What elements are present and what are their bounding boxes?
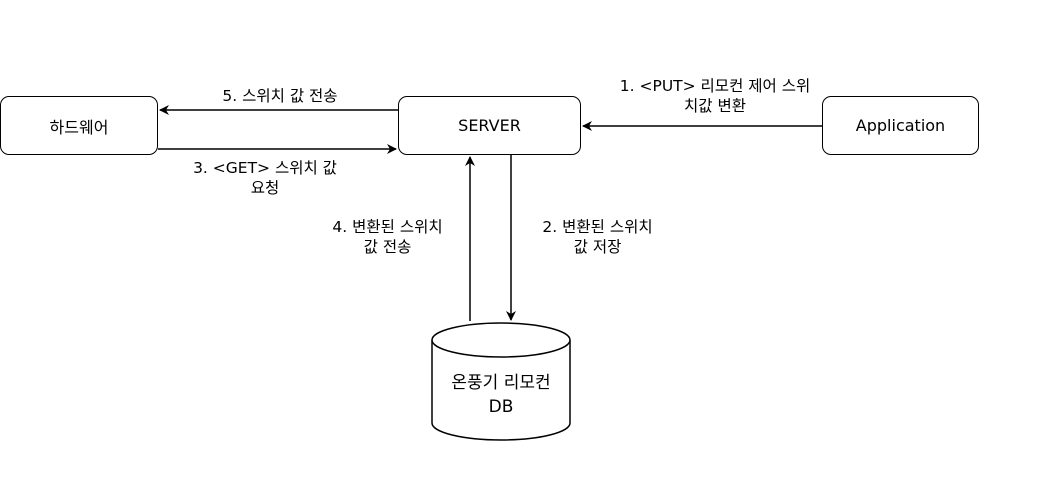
edge-label-get-request: 3. <GET> 스위치 값 요청 bbox=[170, 158, 360, 198]
hardware-node: 하드웨어 bbox=[0, 96, 158, 155]
edge-label-put-request: 1. <PUT> 리모컨 제어 스위 치값 변환 bbox=[590, 76, 840, 116]
get-request-line-1: 3. <GET> 스위치 값 bbox=[193, 159, 337, 177]
store-changed-line-2: 값 저장 bbox=[573, 238, 622, 256]
application-node: Application bbox=[822, 96, 979, 155]
send-changed-line-2: 값 전송 bbox=[363, 238, 412, 256]
db-node-label: 온풍기 리모컨 DB bbox=[432, 371, 570, 419]
server-node: SERVER bbox=[398, 96, 581, 155]
put-request-line-1: 1. <PUT> 리모컨 제어 스위 bbox=[619, 77, 811, 95]
get-request-line-2: 요청 bbox=[250, 179, 280, 197]
db-label-line-1: 온풍기 리모컨 bbox=[451, 373, 551, 393]
edge-label-send-changed: 4. 변환된 스위치 값 전송 bbox=[310, 217, 465, 257]
edge-label-store-changed: 2. 변환된 스위치 값 저장 bbox=[520, 217, 675, 257]
db-cylinder bbox=[431, 322, 571, 441]
edge-label-send-switch: 5. 스위치 값 전송 bbox=[190, 86, 370, 106]
store-changed-line-1: 2. 변환된 스위치 bbox=[542, 218, 653, 236]
send-switch-line-1: 5. 스위치 값 전송 bbox=[222, 87, 338, 105]
db-label-line-2: DB bbox=[488, 397, 514, 417]
put-request-line-2: 치값 변환 bbox=[684, 97, 746, 115]
send-changed-line-1: 4. 변환된 스위치 bbox=[332, 218, 443, 236]
